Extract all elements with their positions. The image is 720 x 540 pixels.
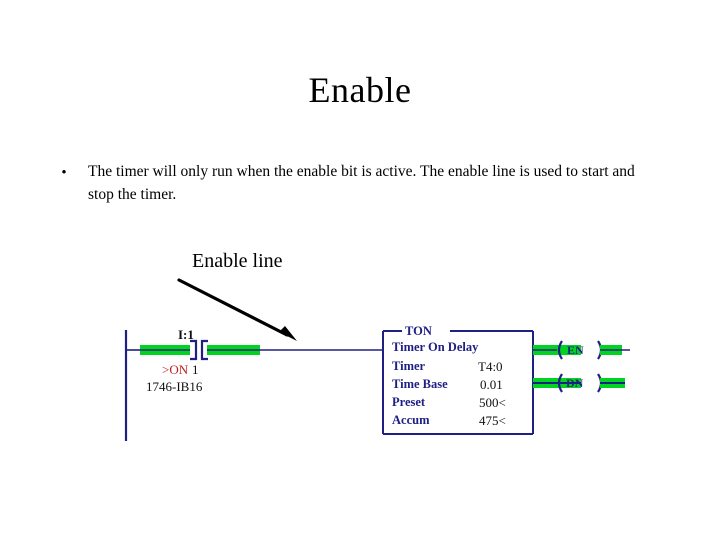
ladder-diagram: I:1 >ON 1 1746-IB16 TON Timer On Delay T…: [110, 315, 630, 455]
ton-row-value-timer: T4:0: [478, 359, 503, 374]
output-coil-label-dn: DN: [566, 376, 584, 390]
callout-arrow: [165, 272, 310, 352]
ton-type-label: TON: [405, 324, 432, 338]
callout-label-enable-line: Enable line: [192, 250, 283, 272]
contact-module-label: 1746-IB16: [146, 379, 203, 394]
contact-state-prefix: >ON: [162, 362, 189, 377]
ton-row-label-preset: Preset: [392, 395, 426, 409]
ton-row-label-timer: Timer: [392, 359, 426, 373]
bullet-text: The timer will only run when the enable …: [88, 163, 635, 203]
contact-state-value: 1: [192, 362, 199, 377]
output-coil-label-en: EN: [567, 343, 584, 357]
contact-address-label: I:1: [178, 327, 194, 342]
bullet-marker-icon: •: [61, 165, 67, 181]
ton-description-label: Timer On Delay: [392, 340, 479, 354]
ladder-graphics: [124, 330, 630, 441]
ton-row-value-preset: 500<: [479, 395, 506, 410]
ton-row-value-accum: 475<: [479, 413, 506, 428]
page-title: Enable: [308, 70, 412, 110]
ton-row-label-time-base: Time Base: [392, 377, 448, 391]
ton-row-label-accum: Accum: [392, 413, 430, 427]
ton-row-value-time-base: 0.01: [480, 377, 503, 392]
